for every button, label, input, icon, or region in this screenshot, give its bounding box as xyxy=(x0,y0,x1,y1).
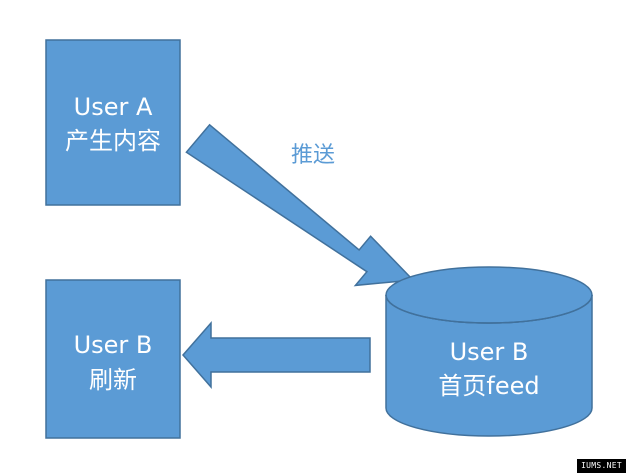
node-user-b-refresh: User B 刷新 xyxy=(45,279,181,439)
node-user-b-refresh-box xyxy=(45,279,181,439)
edge-refresh xyxy=(182,321,371,389)
watermark-badge: IUMS.NET xyxy=(577,459,626,473)
edge-push-label: 推送 xyxy=(291,143,335,168)
push-arrow xyxy=(185,123,415,287)
node-user-a: User A 产生内容 xyxy=(45,39,181,206)
edge-push: 推送 xyxy=(185,123,415,287)
node-user-b-refresh-line1: User B xyxy=(74,331,153,359)
refresh-arrow xyxy=(182,321,371,389)
node-feed-store: User B 首页feed xyxy=(385,266,593,437)
node-feed-store-line2: 首页feed xyxy=(438,372,539,400)
node-user-b-refresh-line2: 刷新 xyxy=(89,366,137,394)
node-user-a-line1: User A xyxy=(74,93,153,121)
cylinder-top-rim xyxy=(385,294,593,324)
node-feed-store-line1: User B xyxy=(450,338,529,366)
node-user-a-box xyxy=(45,39,181,206)
node-user-a-line2: 产生内容 xyxy=(65,127,161,155)
